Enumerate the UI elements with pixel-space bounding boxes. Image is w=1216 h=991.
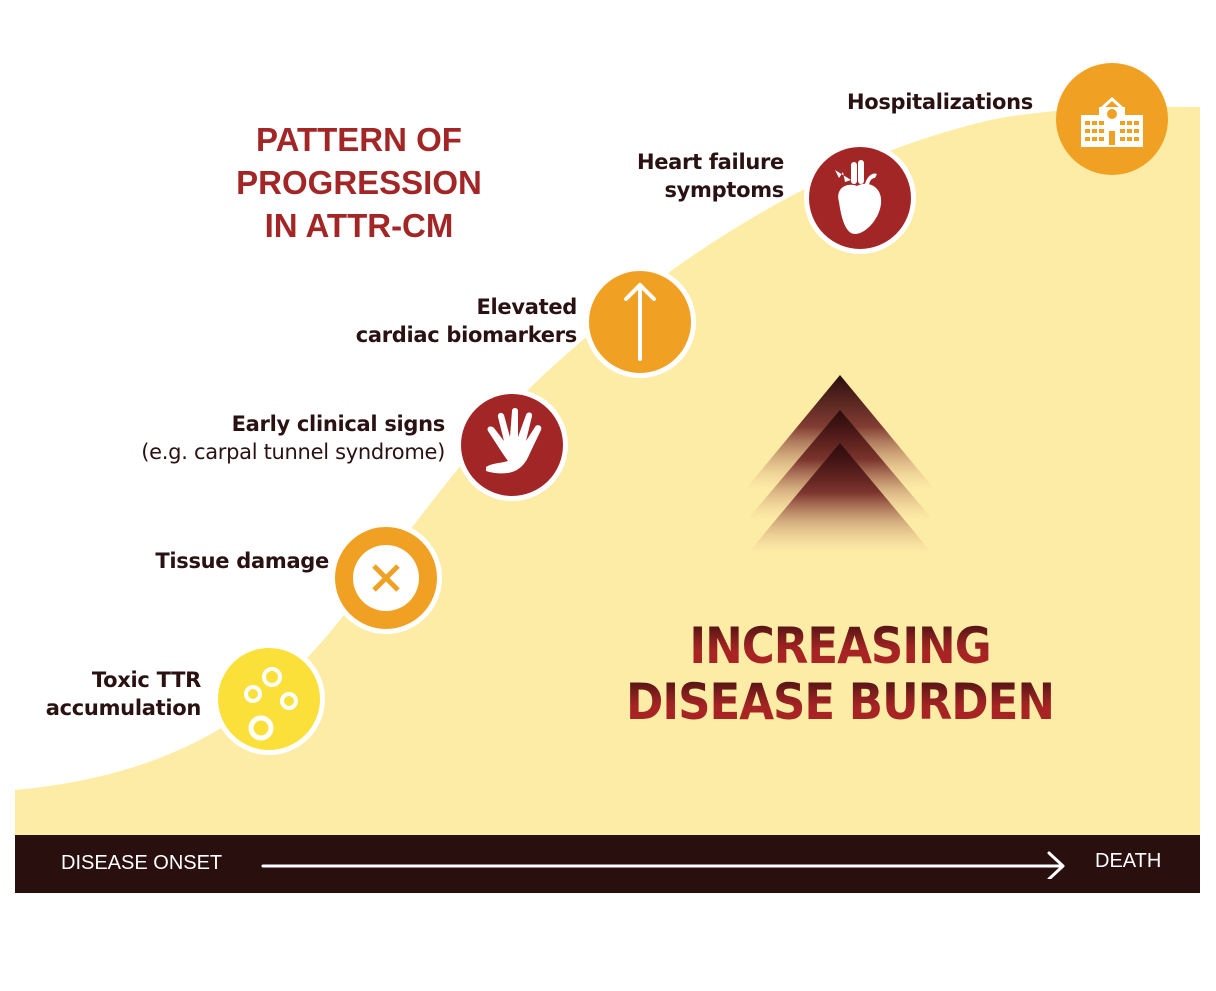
stacked-triangles-icon <box>745 375 935 553</box>
stage-label-cardiac-biomarkers: Elevated cardiac biomarkers <box>300 293 578 349</box>
page-title: PATTERN OF PROGRESSION IN ATTR-CM <box>200 118 518 247</box>
timeline-start-label: DISEASE ONSET <box>61 852 223 874</box>
stage-label-line: symptoms <box>664 178 784 202</box>
stage-label-line: Toxic TTR <box>91 668 201 692</box>
stage-label-line: Elevated <box>476 295 577 319</box>
stage-label-toxic-ttr: Toxic TTR accumulation <box>20 666 202 722</box>
stage-label-hospitalizations: Hospitalizations <box>800 88 1033 116</box>
stage-label-line: cardiac biomarkers <box>355 323 578 347</box>
timeline-bar: DISEASE ONSET DEATH <box>15 835 1200 893</box>
title-line: PROGRESSION <box>236 164 482 201</box>
stage-label-line: Early clinical signs <box>231 412 446 436</box>
heart-icon <box>835 160 882 234</box>
stage-label-line: Hospitalizations <box>846 90 1033 114</box>
stage-label-early-clinical-signs: Early clinical signs (e.g. carpal tunnel… <box>60 410 445 466</box>
up-arrow-icon <box>624 283 656 361</box>
stage-circle-hospitalizations <box>1056 63 1168 175</box>
stage-circle-cardiac-biomarkers <box>584 266 696 378</box>
x-mark-icon <box>372 564 400 592</box>
stage-circle-early-clinical-signs <box>456 389 568 501</box>
stage-circle-heart-failure <box>804 142 916 254</box>
timeline-end-label: DEATH <box>1095 850 1162 872</box>
disease-burden-heading: INCREASING DISEASE BURDEN <box>600 618 1080 730</box>
title-line: PATTERN OF <box>256 121 462 158</box>
burden-line: INCREASING <box>600 618 1080 674</box>
particles-icon <box>244 667 298 741</box>
stage-label-tissue-damage: Tissue damage <box>100 547 329 575</box>
timeline-arrow-icon <box>261 851 1065 879</box>
stage-label-line: Heart failure <box>636 150 784 174</box>
hospital-icon <box>1081 96 1143 147</box>
stage-circle-toxic-ttr <box>213 643 325 755</box>
stage-label-line: (e.g. carpal tunnel syndrome) <box>141 440 445 464</box>
stage-label-line: Tissue damage <box>155 549 329 573</box>
hand-icon <box>486 408 542 474</box>
title-line: IN ATTR-CM <box>264 207 454 244</box>
stage-label-line: accumulation <box>45 696 202 720</box>
burden-line: DISEASE BURDEN <box>600 674 1080 730</box>
stage-circle-tissue-damage <box>330 522 442 634</box>
stage-label-heart-failure: Heart failure symptoms <box>570 148 784 204</box>
